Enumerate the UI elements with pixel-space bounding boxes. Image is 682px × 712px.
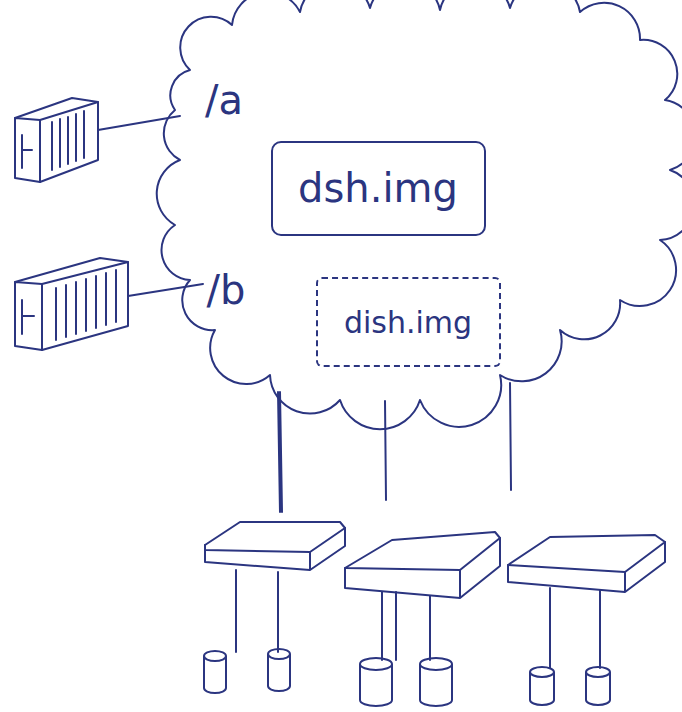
cloud-outline — [157, 0, 682, 429]
server-icon — [204, 522, 345, 693]
container-icon — [15, 258, 203, 350]
mount-path: /a — [205, 78, 243, 122]
file-name: dish.img — [344, 306, 472, 339]
image-box: dsh.img — [271, 141, 486, 236]
container-icon — [15, 98, 180, 182]
link-line — [385, 401, 386, 500]
link-line — [278, 392, 282, 512]
server-icon — [508, 535, 665, 705]
link-line — [510, 383, 511, 490]
image-copy-box: dish.img — [316, 277, 501, 367]
mount-path: /b — [207, 268, 246, 312]
server-icon — [345, 532, 500, 706]
file-name: dsh.img — [298, 166, 458, 210]
